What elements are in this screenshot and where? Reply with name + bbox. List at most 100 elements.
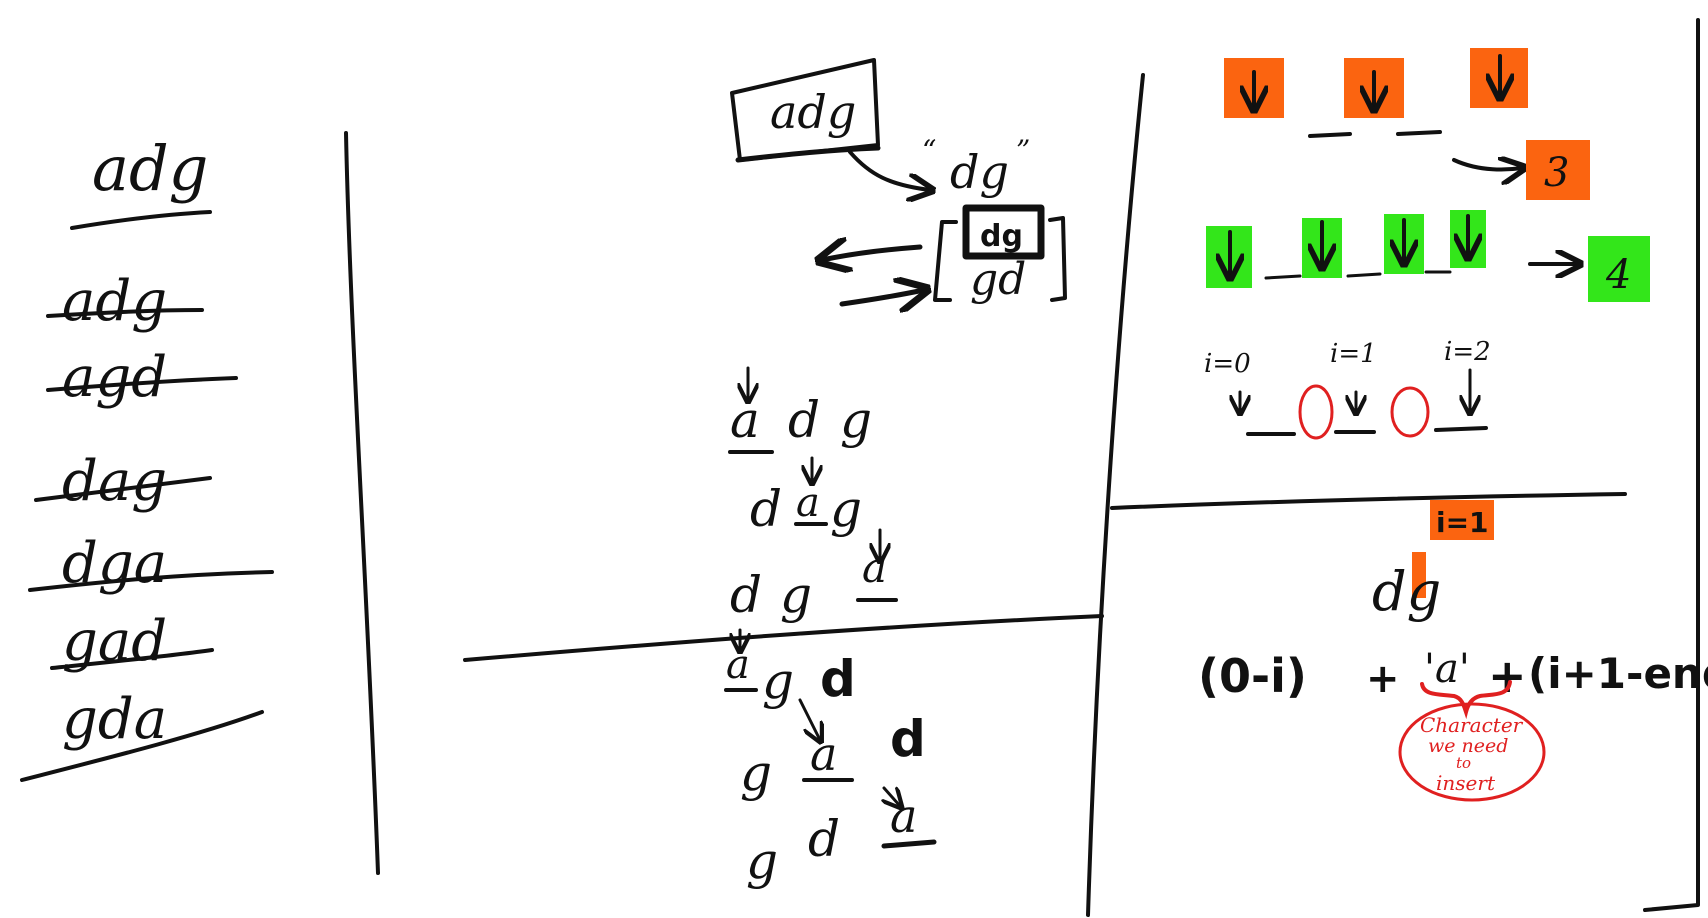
arrow-root-to-branch — [848, 150, 930, 190]
index-label: i=0 — [1204, 349, 1251, 379]
permutation-text: adg — [62, 269, 167, 334]
letter: d — [808, 810, 840, 868]
word-label: dg — [1372, 560, 1441, 623]
gap-circle — [1298, 384, 1334, 440]
list-item: gda — [20, 687, 264, 782]
divider-middle-horizontal — [463, 614, 1104, 662]
divider-right-horizontal — [1110, 492, 1627, 510]
branch-top-box — [962, 204, 1045, 260]
branch-bracket — [933, 216, 1067, 302]
list-item: dag — [34, 449, 212, 514]
note-line: insert — [1436, 771, 1496, 795]
letter: g — [840, 391, 872, 449]
row: d a g — [750, 456, 862, 538]
letter: g — [830, 480, 862, 538]
list-item: agd — [46, 345, 238, 410]
arrow-back-left — [822, 247, 923, 260]
list-item: dga — [28, 531, 274, 596]
strike-line — [20, 710, 264, 782]
root-box — [730, 58, 880, 162]
quote-close: ” — [1016, 134, 1030, 167]
note-line: Character — [1420, 713, 1524, 737]
slot-dash — [1308, 132, 1352, 138]
divider-center-vertical — [1086, 73, 1145, 917]
row: a d g — [728, 366, 872, 454]
row: g d a — [746, 788, 937, 890]
note-line: we need — [1428, 735, 1508, 757]
green-count: 4 — [1605, 252, 1631, 298]
orange-count: 3 — [1544, 150, 1569, 196]
row: d g a — [730, 528, 898, 624]
letter: d — [788, 391, 820, 449]
row: g a d — [740, 698, 926, 802]
orange-slots: 3 — [1224, 48, 1590, 200]
letter: g — [746, 832, 778, 890]
formula-left: (0-i) — [1198, 649, 1307, 703]
green-slots: 4 — [1206, 210, 1650, 302]
index-label: i=1 — [1330, 339, 1377, 369]
arrow-to-count — [1452, 160, 1522, 170]
strike-line — [46, 376, 238, 392]
permutation-text: dag — [62, 449, 167, 514]
strike-line — [46, 308, 204, 318]
insertion-rows-a: a d g d a g d g a — [728, 366, 898, 624]
slot-dash — [1264, 274, 1302, 280]
letter: a — [862, 543, 887, 592]
formula-section: i=1 dg (0-i) + 'a' + (i+1-end) Character… — [1198, 500, 1708, 802]
gap-circle — [1390, 386, 1430, 438]
strike-line — [34, 476, 212, 502]
letter: a — [796, 480, 820, 526]
index-slots: i=0 i=1 i=2 — [1204, 337, 1491, 440]
orange-count-box — [1526, 140, 1590, 200]
list-item: adg — [46, 269, 204, 334]
branch-root-label: dg — [950, 145, 1009, 199]
arrow-to-bottom — [839, 290, 924, 304]
badge-box — [1430, 500, 1494, 540]
down-arrow — [884, 788, 900, 806]
letter: d — [750, 480, 782, 538]
divider-left — [344, 131, 380, 875]
letter: a — [890, 789, 917, 843]
letter: d — [730, 566, 762, 624]
index-label: i=2 — [1444, 337, 1491, 367]
root-label: adg — [770, 85, 856, 139]
slot-dash — [1434, 426, 1488, 432]
slot-dash — [1396, 130, 1442, 136]
formula-plus: + — [1366, 656, 1400, 702]
list-item: gad — [50, 609, 214, 674]
note-bubble — [1398, 702, 1546, 802]
page-edge-right — [1643, 18, 1700, 912]
permutation-text: agd — [62, 345, 167, 410]
brace — [1420, 680, 1512, 720]
quote-open: “ — [922, 134, 936, 167]
recursion-tree: adg dg “ ” dg gd — [730, 58, 1067, 305]
formula-char: 'a' — [1424, 646, 1470, 692]
root-underline — [735, 145, 881, 163]
left-title: adg — [92, 132, 208, 205]
letter: d — [820, 650, 856, 708]
letter: g — [740, 744, 772, 802]
left-title-underline — [70, 210, 212, 230]
underline — [881, 839, 937, 849]
down-arrow — [798, 698, 820, 740]
letter: a — [810, 727, 837, 781]
formula-right: (i+1-end) — [1528, 649, 1708, 698]
row: a g d — [724, 628, 856, 710]
slot-dash — [1346, 272, 1382, 278]
insertion-rows-b: a g d g a d g d a — [724, 628, 937, 890]
badge-label: i=1 — [1436, 506, 1489, 539]
letter: g — [780, 566, 812, 624]
highlight-mark — [1412, 552, 1426, 598]
permutation-text: gda — [62, 687, 167, 752]
branch-bottom-label: gd — [970, 254, 1026, 305]
letter: g — [762, 652, 794, 710]
letter: a — [730, 391, 760, 449]
strike-line — [28, 570, 274, 592]
branch-top-label: dg — [980, 219, 1023, 254]
note-line: to — [1456, 754, 1471, 772]
letter: a — [726, 642, 750, 688]
permutation-list: adg agd dag dga gad gda — [20, 269, 274, 782]
letter: d — [890, 710, 926, 768]
strike-line — [50, 648, 214, 670]
